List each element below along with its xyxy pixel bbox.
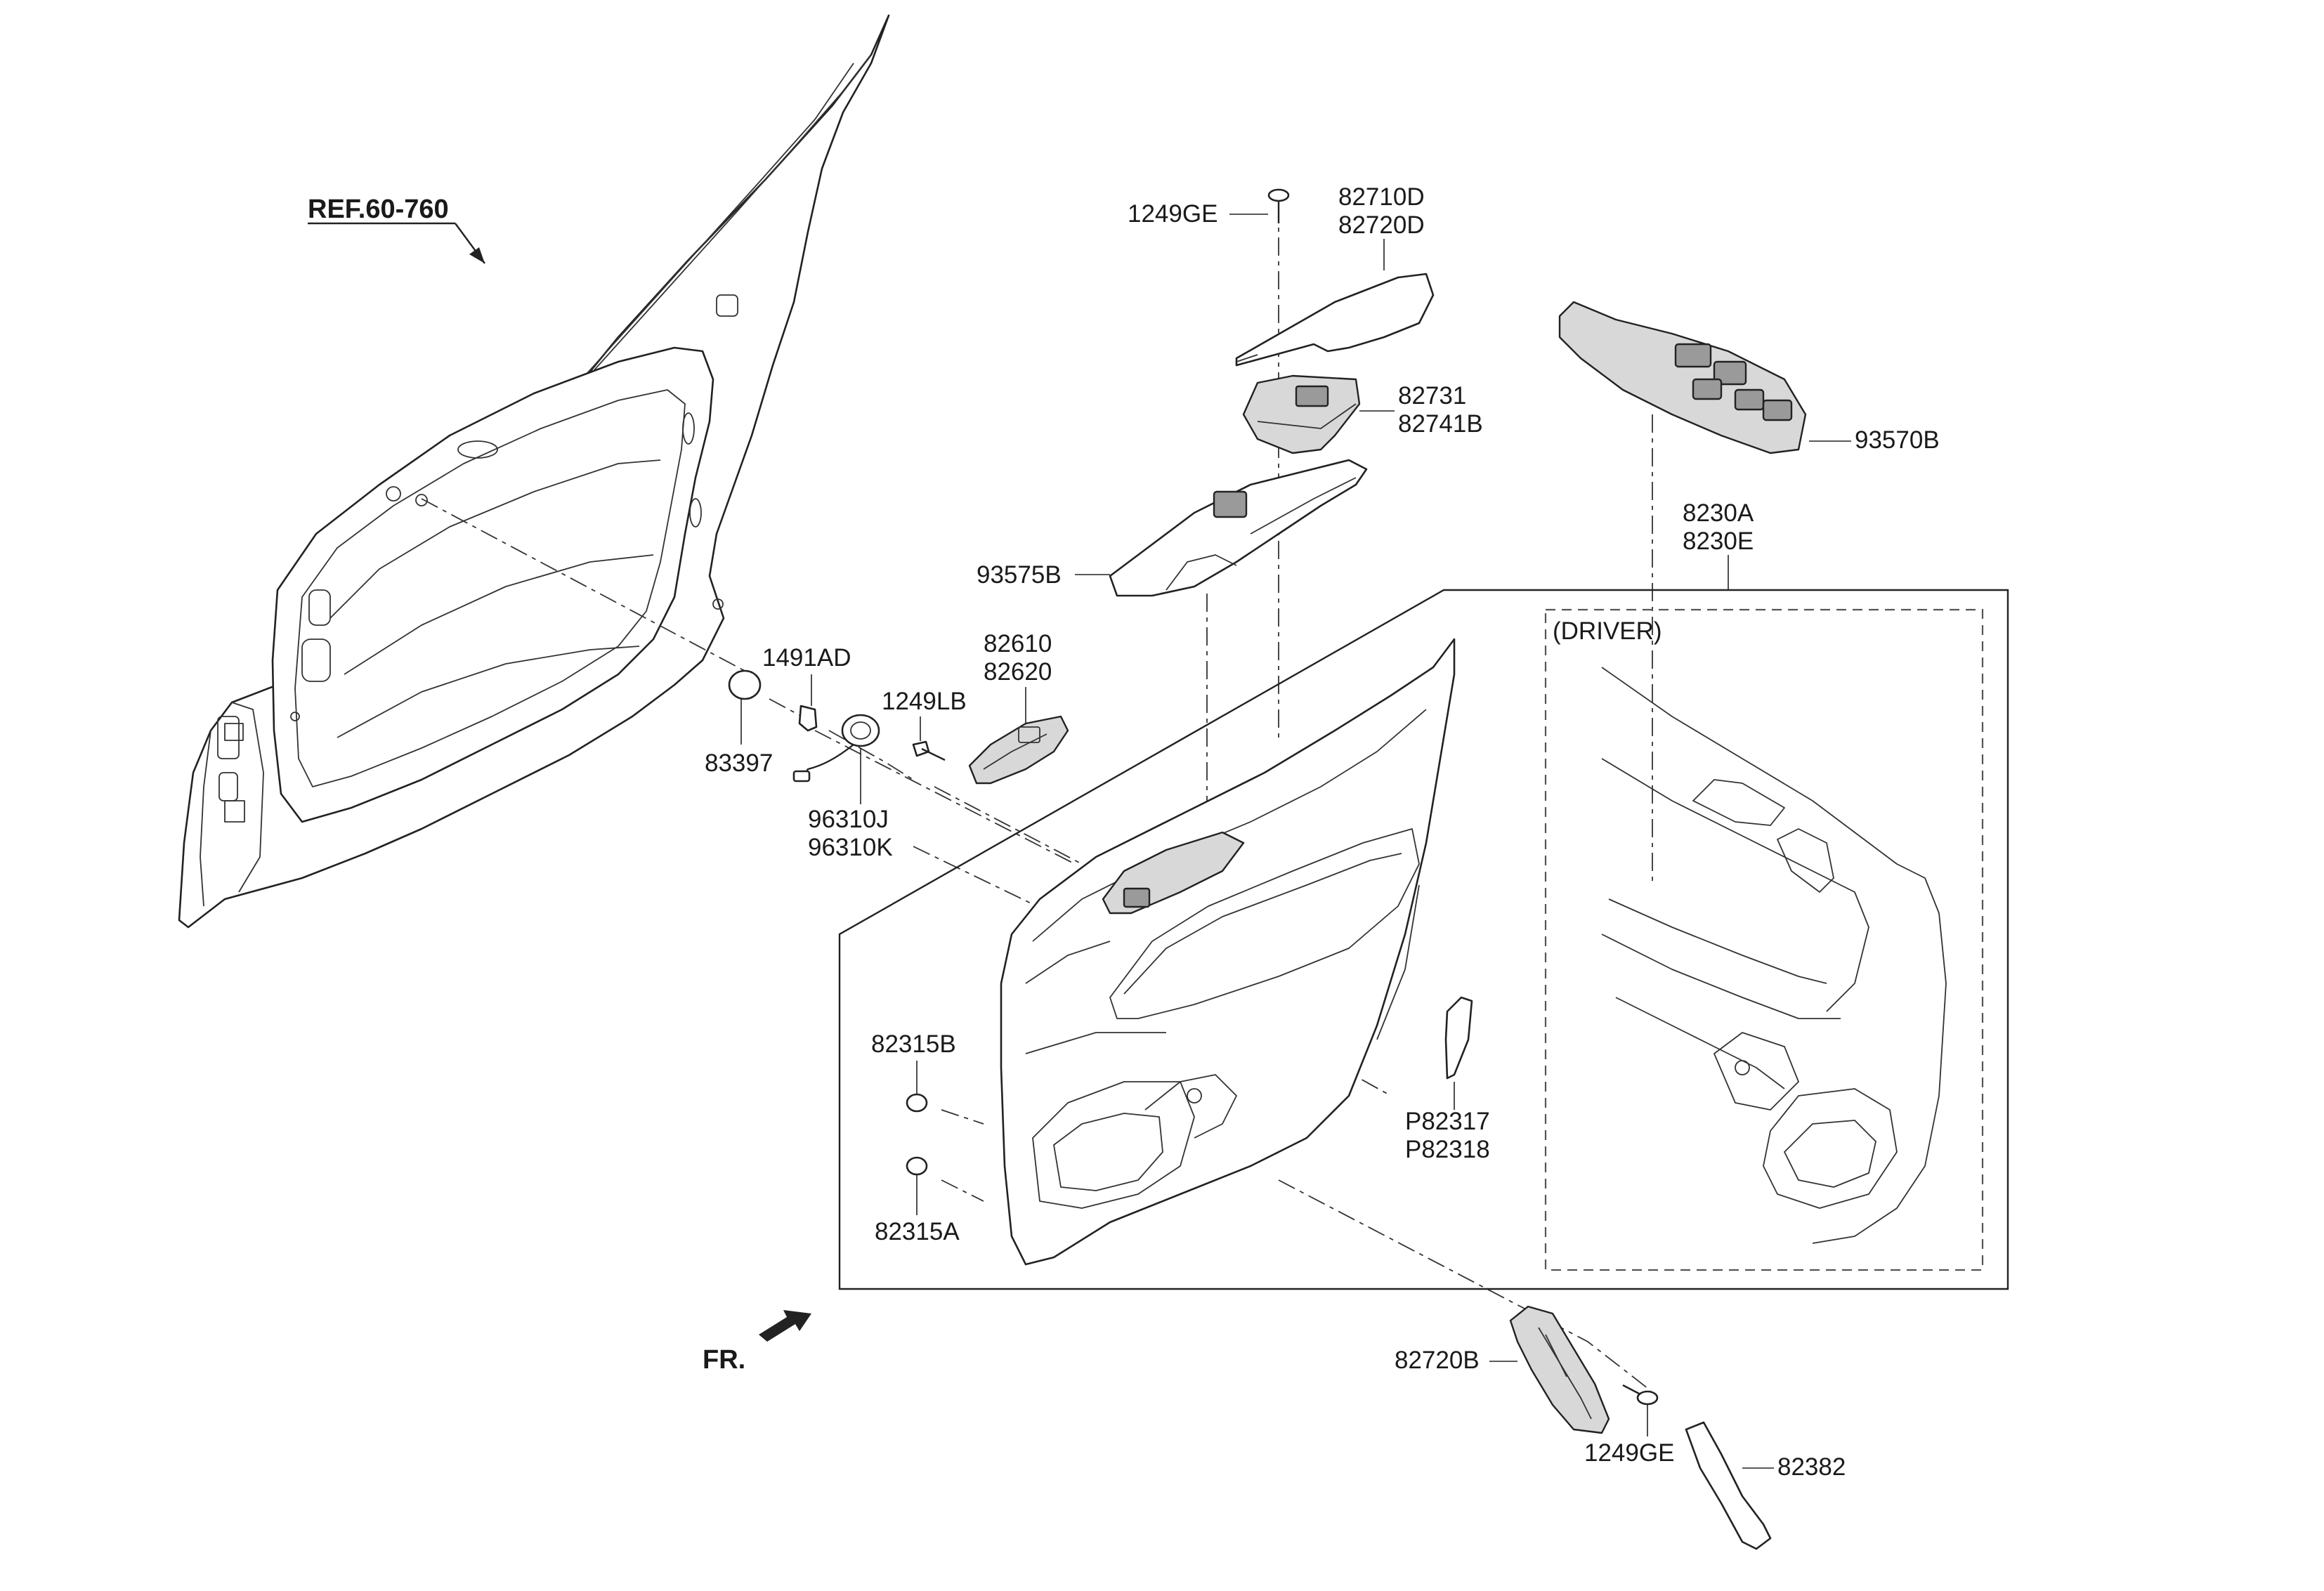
label-1491AD[interactable]: 1491AD: [762, 644, 851, 672]
label-82720B[interactable]: 82720B: [1395, 1347, 1480, 1374]
label-96310J[interactable]: 96310J: [808, 806, 889, 833]
pull-handle-82720B: [1509, 1305, 1610, 1434]
label-1249GE-bottom[interactable]: 1249GE: [1584, 1439, 1674, 1467]
label-82620[interactable]: 82620: [984, 658, 1052, 686]
fr-label[interactable]: FR.: [703, 1345, 745, 1375]
screw-1249GE-top: [1267, 188, 1290, 223]
armrest-cover-82710D: [1235, 273, 1435, 367]
screw-1249LB: [912, 740, 946, 761]
label-8230A[interactable]: 8230A: [1683, 499, 1754, 527]
screw-1249GE-bottom: [1622, 1384, 1659, 1406]
label-82610[interactable]: 82610: [984, 630, 1052, 657]
label-82741B[interactable]: 82741B: [1398, 410, 1483, 438]
leader-dashes: [421, 204, 1653, 1392]
clip-1491AD: [798, 705, 818, 732]
switch-bezel-82731: [1242, 374, 1361, 454]
clip-82315A: [906, 1156, 928, 1176]
label-8230E[interactable]: 8230E: [1683, 528, 1754, 555]
ref-callout: REF.60-760: [308, 195, 485, 264]
label-1249LB[interactable]: 1249LB: [882, 688, 967, 715]
label-82315B[interactable]: 82315B: [871, 1030, 956, 1058]
clip-82315B: [906, 1093, 928, 1113]
trim-piece-P82317: [1444, 996, 1473, 1080]
label-82731[interactable]: 82731: [1398, 382, 1466, 410]
armrest-93575B: [1109, 459, 1368, 597]
inside-handle-82610: [968, 715, 1069, 785]
label-93575B[interactable]: 93575B: [977, 561, 1062, 589]
label-83397[interactable]: 83397: [705, 749, 773, 777]
ref-label[interactable]: REF.60-760: [308, 195, 449, 224]
label-1249GE-top[interactable]: 1249GE: [1128, 200, 1218, 228]
label-P82318[interactable]: P82318: [1405, 1136, 1490, 1163]
label-82720D[interactable]: 82720D: [1338, 211, 1425, 239]
door-trim-assembly-box: [838, 589, 2009, 1290]
garnish-82382: [1685, 1421, 1772, 1550]
driver-label[interactable]: (DRIVER): [1553, 617, 1662, 645]
grommet-83397: [728, 669, 762, 700]
door-trim-panel: [1000, 638, 1456, 1266]
label-82710D[interactable]: 82710D: [1338, 183, 1425, 211]
front-direction-indicator: FR.: [703, 1310, 811, 1375]
label-93570B[interactable]: 93570B: [1855, 426, 1940, 454]
speaker-96310: [792, 714, 880, 783]
driver-inset: [1544, 608, 1984, 1271]
label-P82317[interactable]: P82317: [1405, 1108, 1490, 1135]
label-82382[interactable]: 82382: [1777, 1453, 1846, 1481]
power-window-switch-93570B: [1558, 301, 1807, 454]
door-frame: [178, 14, 890, 929]
label-82315A[interactable]: 82315A: [875, 1218, 960, 1245]
front-arrow-icon: [759, 1310, 811, 1342]
label-96310K[interactable]: 96310K: [808, 834, 893, 861]
